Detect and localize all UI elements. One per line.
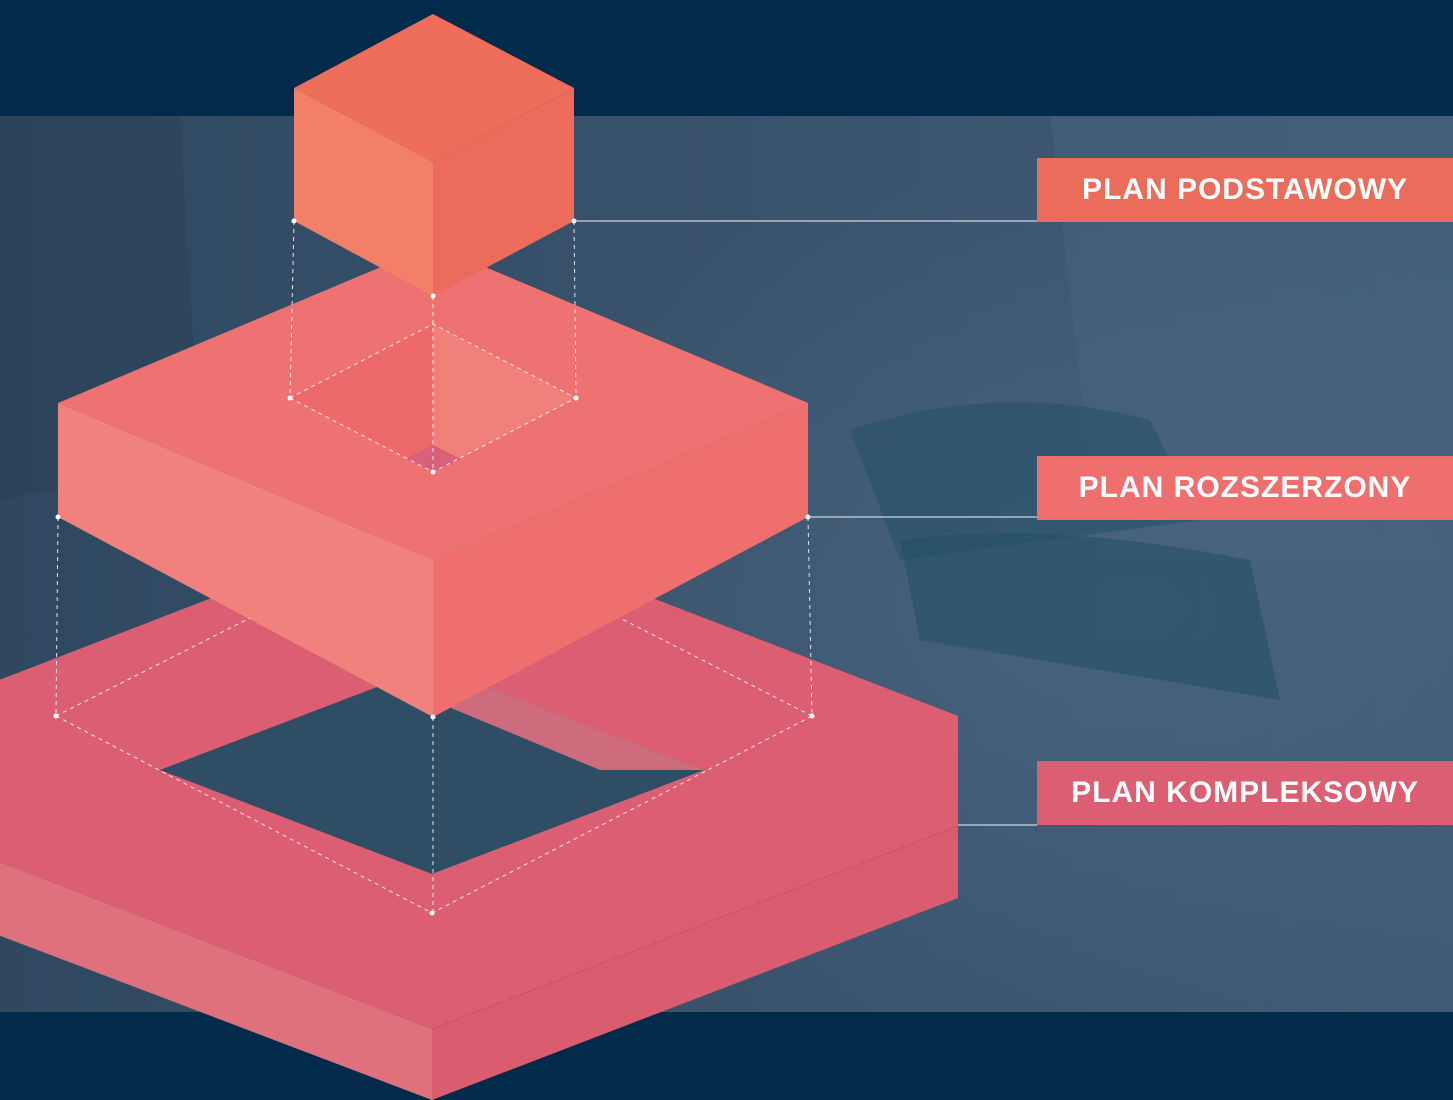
basic-plan-block bbox=[294, 14, 574, 296]
complex-plan-block bbox=[0, 513, 959, 1100]
plan-label-complex-text: PLAN KOMPLEKSOWY bbox=[1071, 776, 1419, 809]
plan-label-basic: PLAN PODSTAWOWY bbox=[1037, 158, 1453, 222]
plan-label-basic-text: PLAN PODSTAWOWY bbox=[1081, 173, 1409, 206]
plan-label-complex: PLAN KOMPLEKSOWY bbox=[1037, 761, 1453, 825]
plan-label-extended: PLAN ROZSZERZONY bbox=[1037, 456, 1453, 520]
label-connectors bbox=[574, 220, 1037, 826]
plan-label-extended-text: PLAN ROZSZERZONY bbox=[1078, 471, 1412, 504]
